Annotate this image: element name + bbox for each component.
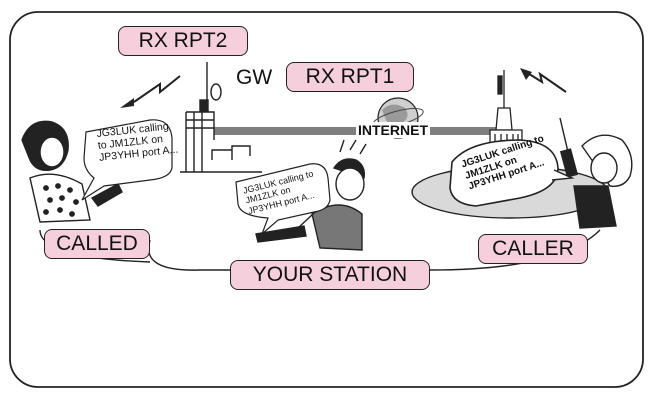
caller-person-icon — [559, 117, 633, 229]
wave-right-arrow-icon — [520, 68, 532, 80]
called-person-icon — [21, 120, 123, 223]
wave-right-icon — [525, 71, 567, 93]
caller-speech-bubble — [449, 139, 559, 207]
outer-frame — [9, 11, 644, 388]
your-station-label: YOUR STATION — [230, 260, 430, 290]
rx-rpt1-label: RX RPT1 — [286, 62, 414, 92]
rpt1-tower-icon — [489, 70, 523, 149]
rpt2-tower-icon — [180, 62, 262, 173]
gw-label: GW — [236, 66, 273, 89]
your-station-person-icon — [255, 139, 367, 251]
rx-rpt2-label: RX RPT2 — [118, 26, 248, 56]
wave-left-arrow-icon — [120, 98, 134, 108]
internet-label: INTERNET — [356, 122, 430, 138]
wave-left-icon — [133, 75, 181, 103]
called-speech-bubble — [81, 119, 173, 201]
called-label: CALLED — [44, 229, 150, 259]
your-station-speech-bubble — [235, 163, 331, 235]
caller-label: CALLER — [478, 234, 588, 264]
caller-bubble-tail — [551, 169, 575, 181]
